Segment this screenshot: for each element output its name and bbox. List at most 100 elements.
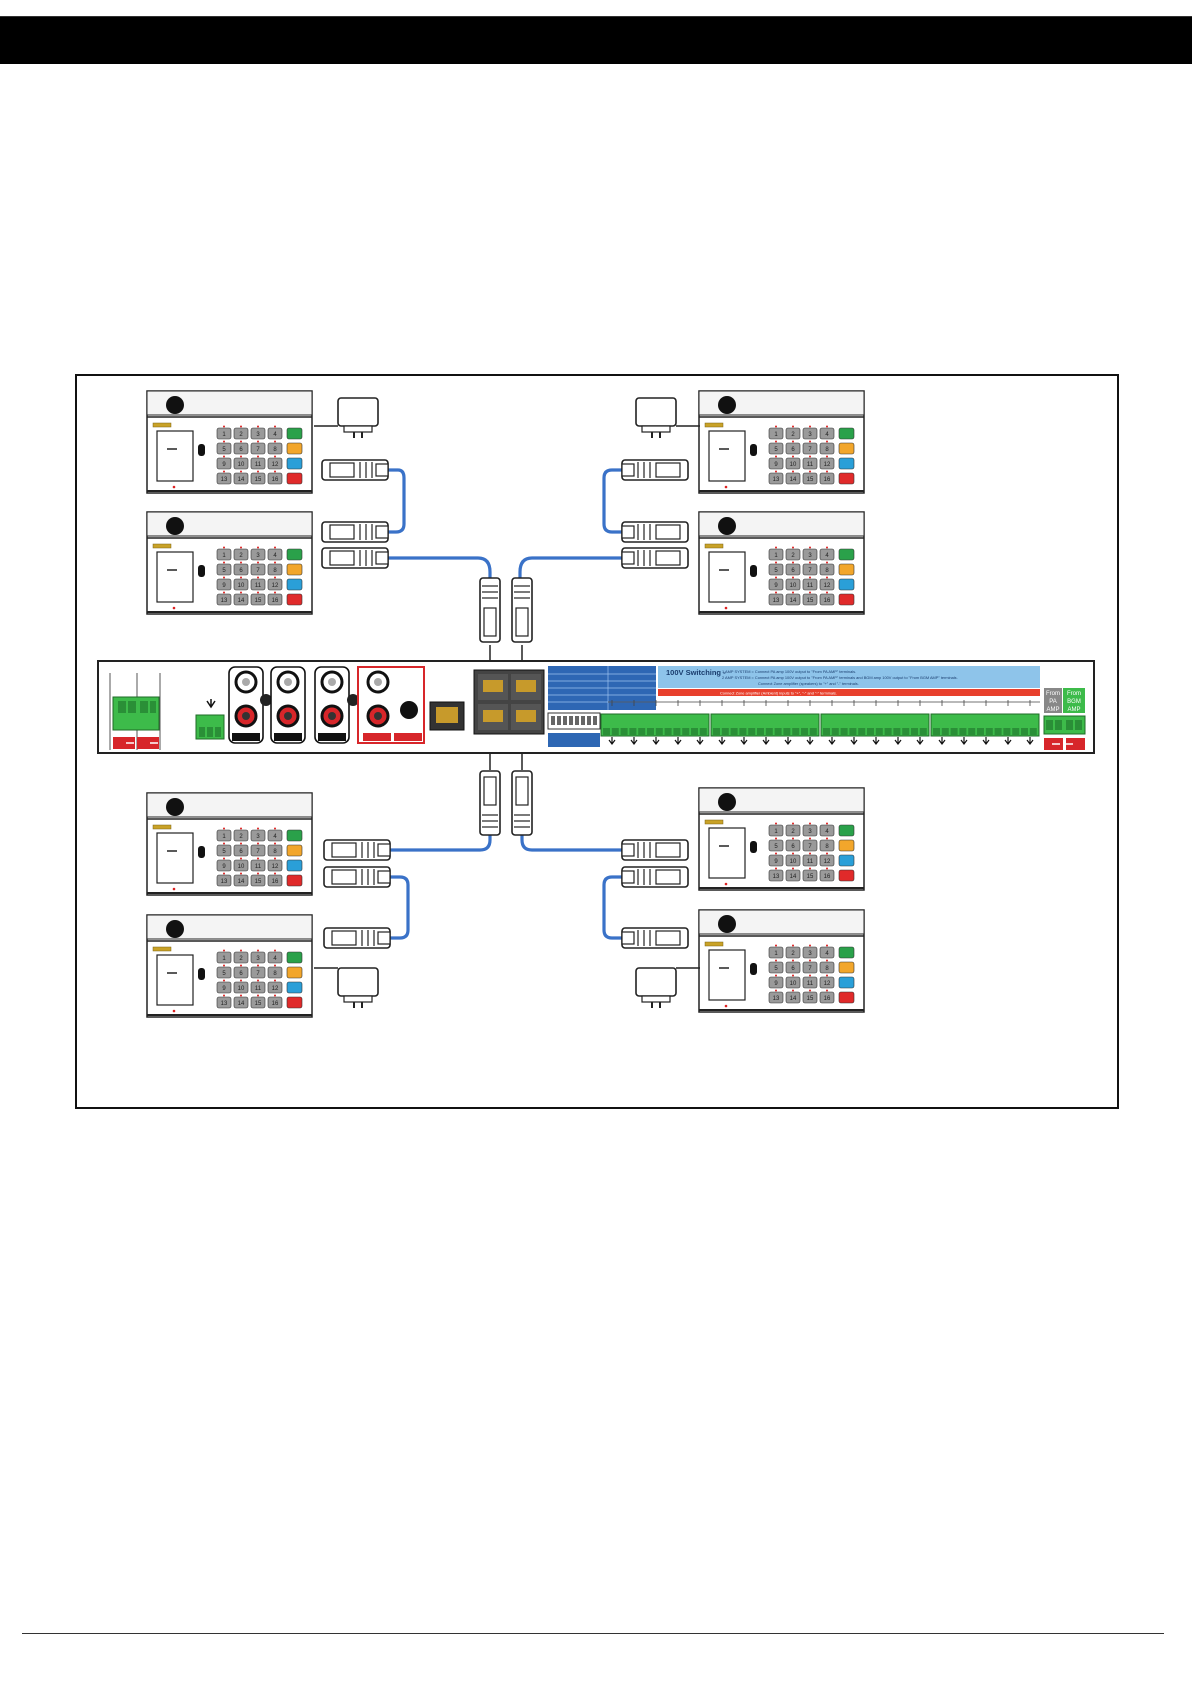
- keypad-key: [785, 976, 801, 989]
- keypad-key-label: 8: [273, 971, 277, 977]
- keypad-function-key: [286, 457, 303, 470]
- keypad-key-label: 10: [790, 981, 797, 987]
- keypad-function-key: [838, 457, 855, 470]
- keypad-key: [819, 946, 835, 959]
- keypad-function-key: [838, 976, 855, 989]
- keypad-key: [233, 844, 249, 857]
- keypad-key: [802, 869, 818, 882]
- keypad-key: [768, 427, 784, 440]
- keypad-key-label: 9: [222, 462, 226, 468]
- wiring-instructions-banner: [658, 666, 1040, 688]
- zone-switcher-unit: 100V Switching - 1 AMP SYSTEM = Connect …: [97, 660, 1095, 754]
- keypad-key-label: 3: [256, 553, 260, 559]
- keypad-key-label: 6: [791, 966, 795, 972]
- keypad-key-label: 6: [791, 447, 795, 453]
- keypad-key: [785, 578, 801, 591]
- keypad-key-label: 16: [824, 874, 831, 880]
- keypad-key-label: 14: [238, 1001, 245, 1007]
- keypad-key: [267, 472, 283, 485]
- keypad-key: [250, 996, 266, 1009]
- keypad-key: [819, 578, 835, 591]
- keypad-key-label: 16: [272, 1001, 279, 1007]
- keypad-key: [233, 874, 249, 887]
- keypad-key: [233, 563, 249, 576]
- keypad-key-label: 7: [808, 966, 812, 972]
- keypad-key: [250, 981, 266, 994]
- keypad-key-label: 14: [238, 598, 245, 604]
- keypad-key: [267, 593, 283, 606]
- keypad-key-label: 12: [272, 462, 279, 468]
- keypad-key-label: 13: [773, 874, 780, 880]
- keypad-key: [802, 839, 818, 852]
- keypad-key: [802, 593, 818, 606]
- from-pa-amp-line1: From: [1046, 691, 1060, 697]
- keypad-key-label: 2: [791, 829, 795, 835]
- keypad-key-label: 13: [221, 598, 228, 604]
- keypad-key: [250, 859, 266, 872]
- keypad-function-key: [838, 472, 855, 485]
- keypad-key-label: 11: [807, 859, 814, 865]
- keypad-key-label: 16: [824, 996, 831, 1002]
- keypad-key: [802, 961, 818, 974]
- keypad-key-label: 1: [774, 553, 778, 559]
- keypad-key-label: 9: [222, 864, 226, 870]
- wiring-diagram-frame: [75, 374, 1119, 1109]
- keypad-key: [768, 839, 784, 852]
- power-adapter-2: [635, 397, 677, 439]
- keypad-key: [785, 442, 801, 455]
- keypad-key: [267, 578, 283, 591]
- from-bgm-amp-line3: AMP: [1067, 707, 1080, 713]
- keypad-key: [250, 829, 266, 842]
- keypad-function-key: [286, 951, 303, 964]
- keypad-key: [785, 548, 801, 561]
- power-adapter-4: [635, 967, 677, 1009]
- keypad-key: [819, 457, 835, 470]
- keypad-key-label: 7: [256, 971, 260, 977]
- keypad-key: [768, 869, 784, 882]
- keypad-key-label: 8: [825, 844, 829, 850]
- keypad-key: [819, 961, 835, 974]
- banner-line-2: 2 AMP SYSTEM = Connect PA amp 100V outpu…: [722, 675, 958, 680]
- keypad-key: [267, 563, 283, 576]
- keypad-key-label: 11: [255, 986, 262, 992]
- keypad-key-label: 7: [256, 849, 260, 855]
- keypad-key: [216, 981, 232, 994]
- keypad-key-label: 2: [791, 432, 795, 438]
- keypad-key: [250, 427, 266, 440]
- network-ports: [473, 669, 545, 735]
- rj45-plug: [621, 927, 689, 949]
- keypad-key: [267, 829, 283, 842]
- keypad-key-label: 8: [825, 966, 829, 972]
- keypad-key: [233, 951, 249, 964]
- keypad-key: [819, 427, 835, 440]
- network-cable: [518, 556, 624, 582]
- keypad-key: [267, 844, 283, 857]
- keypad-key-label: 9: [222, 583, 226, 589]
- keypad-key-label: 4: [825, 951, 829, 957]
- keypad-key: [802, 472, 818, 485]
- keypad-key: [216, 996, 232, 1009]
- keypad-key: [802, 976, 818, 989]
- keypad-key-label: 2: [239, 956, 243, 962]
- keypad-key-label: 3: [808, 432, 812, 438]
- keypad-key-label: 12: [824, 859, 831, 865]
- keypad-key: [819, 854, 835, 867]
- rj45-plug: [621, 459, 689, 481]
- keypad-key: [250, 442, 266, 455]
- keypad-key-label: 10: [790, 462, 797, 468]
- rj45-plug: [621, 839, 689, 861]
- keypad-key-label: 3: [256, 956, 260, 962]
- keypad-key-label: 11: [255, 864, 262, 870]
- keypad-key-label: 12: [824, 462, 831, 468]
- footer-rule: [22, 1633, 1164, 1634]
- keypad-key: [216, 442, 232, 455]
- keypad-key: [768, 472, 784, 485]
- keypad-key: [216, 951, 232, 964]
- rj45-plug-vertical: [511, 577, 533, 643]
- from-pa-amp-line2: PA: [1049, 699, 1057, 705]
- keypad-key-label: 11: [255, 462, 262, 468]
- keypad-function-key: [838, 548, 855, 561]
- keypad-key-label: 11: [255, 583, 262, 589]
